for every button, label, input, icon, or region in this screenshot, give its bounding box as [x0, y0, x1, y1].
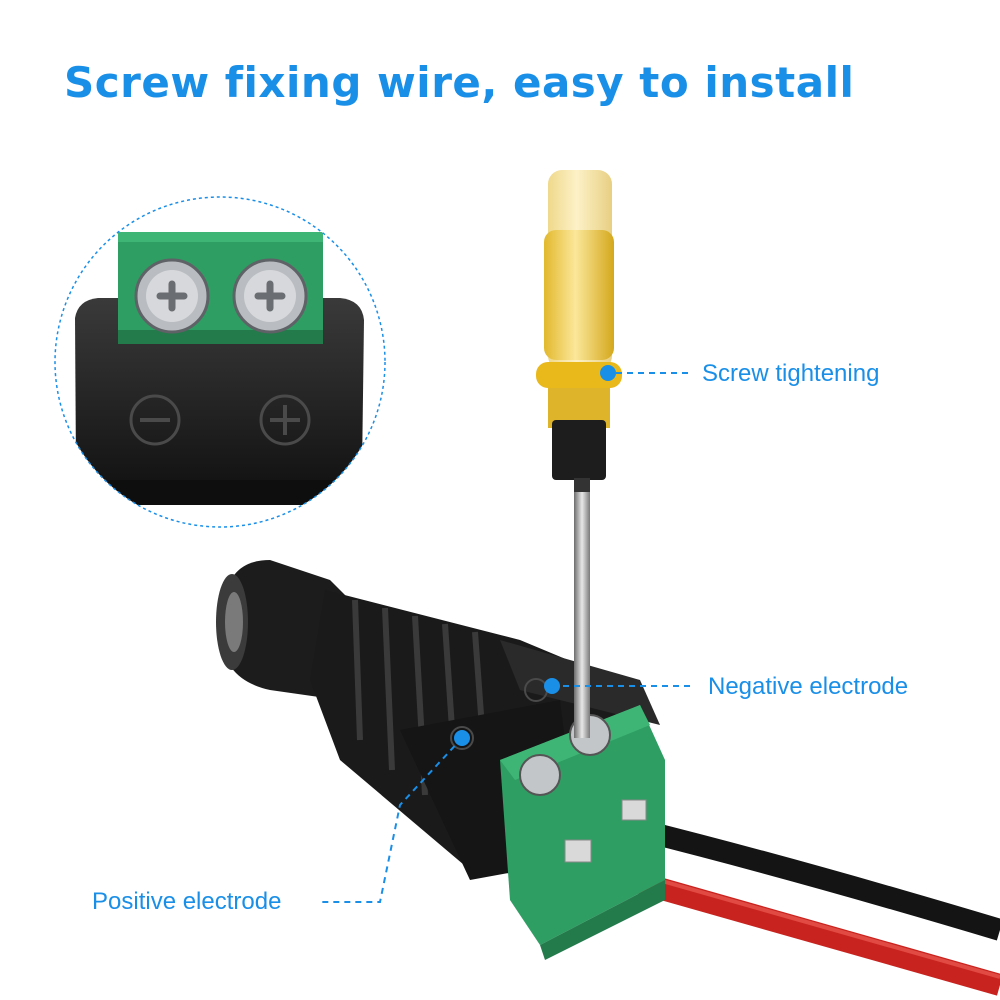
plus-icon	[259, 394, 311, 446]
page-title: Screw fixing wire, easy to install	[64, 58, 855, 107]
screwdriver	[536, 170, 622, 738]
minus-icon	[129, 394, 181, 446]
zoom-inset	[54, 196, 386, 528]
label-positive-electrode: Positive electrode	[92, 888, 282, 915]
label-screw-tightening: Screw tightening	[702, 360, 880, 387]
callout-dot	[600, 365, 616, 381]
callout-lines	[318, 372, 690, 903]
callout-dot	[454, 730, 470, 746]
screw-icon	[134, 258, 210, 334]
screw-icon	[232, 258, 308, 334]
label-negative-electrode: Negative electrode	[708, 673, 909, 700]
callout-dot	[544, 678, 560, 694]
